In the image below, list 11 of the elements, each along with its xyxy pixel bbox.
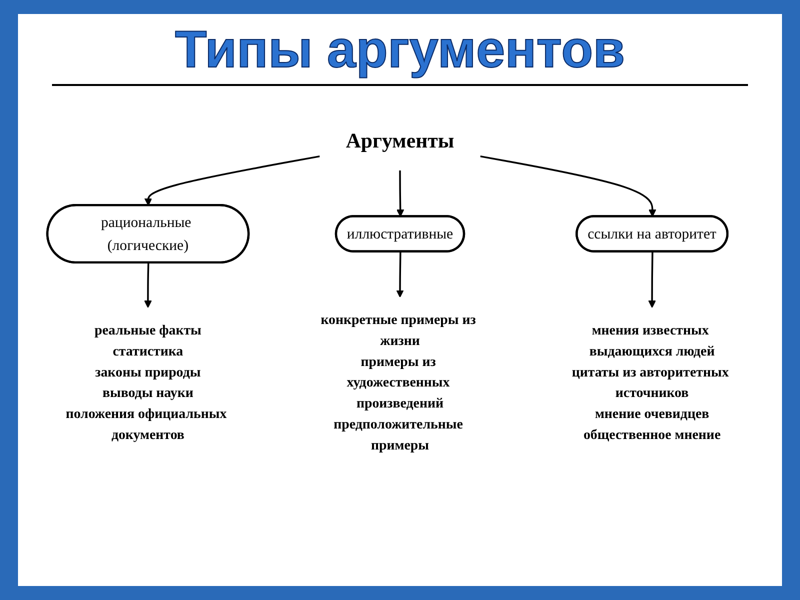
node-text: мнения известных выдающихся людей цитаты из авторитетных источников мнение очевидцев общественное мнение [572, 323, 729, 442]
arrow [648, 252, 656, 308]
arrow [144, 155, 320, 206]
arrow [144, 262, 152, 308]
title: Типы аргументов [174, 20, 626, 80]
arrow [396, 252, 404, 298]
node-text: реальные факты статистика законы природы выводы науки положения официальных документов [66, 323, 227, 442]
node-text: конкретные примеры из жизни примеры из художественных произведений предположительные примеры [320, 312, 476, 453]
arrow [396, 170, 404, 217]
node-text: Аргументы [346, 130, 454, 153]
arrow [480, 155, 656, 217]
